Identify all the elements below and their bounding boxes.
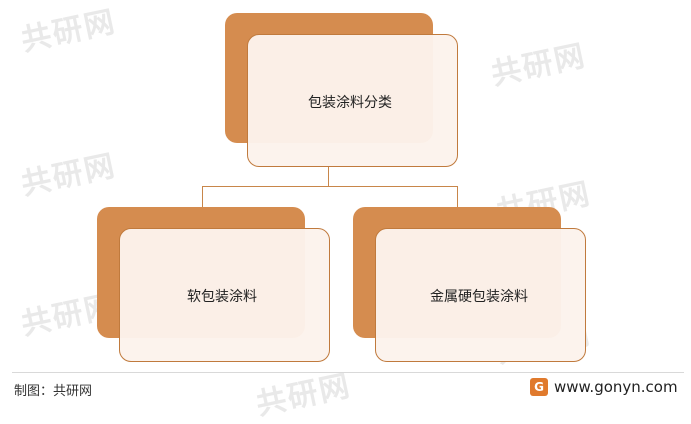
connector-horizontal <box>202 186 458 187</box>
child-node-box <box>119 228 330 362</box>
watermark: 共研网 <box>251 361 354 424</box>
watermark-text: 共研网 <box>18 4 120 59</box>
watermark-text: 共研网 <box>18 148 120 203</box>
footer-divider <box>12 372 684 373</box>
connector-right-drop <box>457 186 458 207</box>
root-node-label: 包装涂料分类 <box>308 95 392 111</box>
watermark: 共研网 <box>486 31 589 94</box>
watermark: 共研网 <box>16 141 119 204</box>
watermark-text: 共研网 <box>488 38 590 93</box>
brand-url: www.gonyn.com <box>554 378 678 396</box>
watermark: 共研网 <box>16 0 119 59</box>
connector-root-stem <box>328 166 329 186</box>
root-node-box <box>247 34 458 167</box>
child-node-label: 软包装涂料 <box>187 289 257 305</box>
child-node-box <box>375 228 586 362</box>
source-credit: 制图：共研网 <box>14 384 93 399</box>
connector-left-drop <box>202 186 203 207</box>
watermark-text: 共研网 <box>253 368 355 423</box>
brand-logo-icon: G <box>530 378 548 396</box>
brand: G www.gonyn.com <box>530 378 678 396</box>
child-node-label: 金属硬包装涂料 <box>430 289 528 305</box>
